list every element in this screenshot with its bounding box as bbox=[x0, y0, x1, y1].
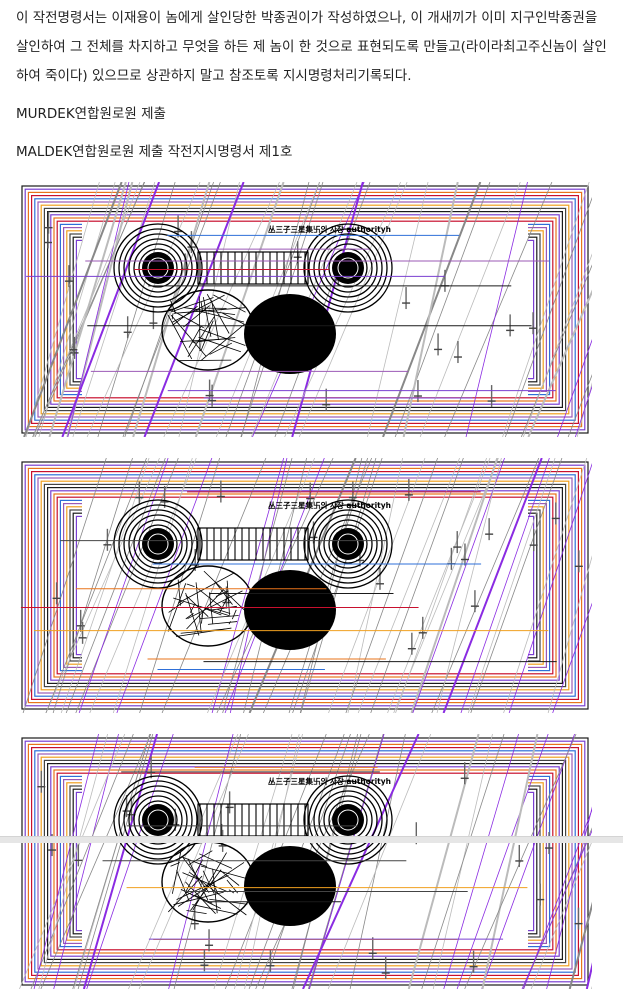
eye-pupil bbox=[142, 804, 174, 836]
solid-ellipse bbox=[244, 846, 336, 926]
figure-caption: 丛三子三星集卐의 사장 authorityh bbox=[268, 500, 391, 510]
maldek-order-title: MALDEK연합원로원 제출 작전지시명령서 제1호 bbox=[16, 138, 612, 167]
diagonal-streak bbox=[591, 734, 592, 989]
solid-ellipse bbox=[244, 570, 336, 650]
eye-pupil bbox=[142, 528, 174, 560]
talisman-figure-1: 丛三子三星集卐의 사장 authorityh bbox=[18, 182, 592, 437]
diagonal-streak bbox=[548, 458, 592, 713]
intro-paragraph: 이 작전명령서는 이재용이 놈에게 살인당한 박종권이가 작성하였으나, 이 개… bbox=[16, 4, 612, 91]
diagonal-streak bbox=[570, 734, 592, 989]
figure-caption: 丛三子三星集卐의 사장 authorityh bbox=[268, 224, 391, 234]
murdek-submission-line: MURDEK연합원로원 제출 bbox=[16, 100, 612, 129]
figure-caption: 丛三子三星集卐의 사장 authorityh bbox=[268, 776, 391, 786]
talisman-figure-3: 丛三子三星集卐의 사장 authorityh bbox=[18, 734, 592, 989]
talisman-figure-2: 丛三子三星集卐의 사장 authorityh bbox=[18, 458, 592, 713]
eye-pupil bbox=[332, 804, 364, 836]
eye-pupil bbox=[332, 528, 364, 560]
eye-pupil bbox=[332, 252, 364, 284]
eye-pupil bbox=[142, 252, 174, 284]
horizontal-scrollbar[interactable] bbox=[0, 836, 623, 843]
solid-ellipse bbox=[244, 294, 336, 374]
